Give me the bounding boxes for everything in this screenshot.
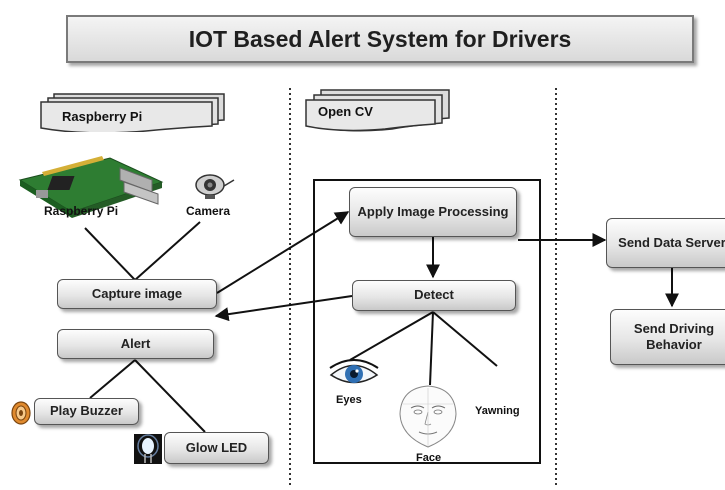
detect-to-alert-arrow	[214, 295, 353, 322]
section-header-open-cv: Open CV	[318, 104, 373, 119]
eyes-label: Eyes	[336, 394, 362, 406]
detect-node: Detect	[352, 280, 516, 311]
face-icon	[399, 385, 457, 448]
yawning-label: Yawning	[475, 405, 520, 417]
alert-node: Alert	[57, 329, 214, 359]
send-data-server-node: Send Data Server	[606, 218, 725, 268]
eye-icon	[329, 359, 379, 384]
led-icon	[134, 434, 162, 464]
play-buzzer-node: Play Buzzer	[34, 398, 139, 425]
capture-image-node: Capture image	[57, 279, 217, 309]
camera-to-capture	[134, 221, 201, 281]
speaker-icon	[11, 401, 31, 425]
raspberry-pi-board-label: Raspberry Pi	[44, 204, 119, 218]
capture-to-processing-arrow	[216, 211, 350, 294]
alert-to-buzzer	[89, 359, 136, 399]
apply-image-processing-node: Apply Image Processing	[349, 187, 517, 237]
section-header-raspberry-pi: Raspberry Pi	[62, 109, 143, 124]
section-header-open-cv-shape	[305, 89, 450, 132]
section-header-raspberry-pi-shape	[40, 93, 225, 132]
diagram-title: IOT Based Alert System for Drivers	[66, 15, 694, 63]
send-driving-behavior-node: Send Driving Behavior	[610, 309, 725, 365]
glow-led-node: Glow LED	[164, 432, 269, 464]
camera-icon	[195, 174, 235, 199]
opencv-container	[313, 179, 541, 464]
board-to-capture	[84, 227, 136, 281]
detect-to-face	[429, 311, 434, 386]
raspberry-pi-board-image	[18, 156, 164, 218]
detect-to-yawning	[432, 311, 498, 367]
detect-to-eyes	[349, 311, 434, 361]
face-label: Face	[416, 452, 442, 464]
alert-to-led	[134, 359, 206, 433]
camera-label: Camera	[186, 204, 231, 218]
